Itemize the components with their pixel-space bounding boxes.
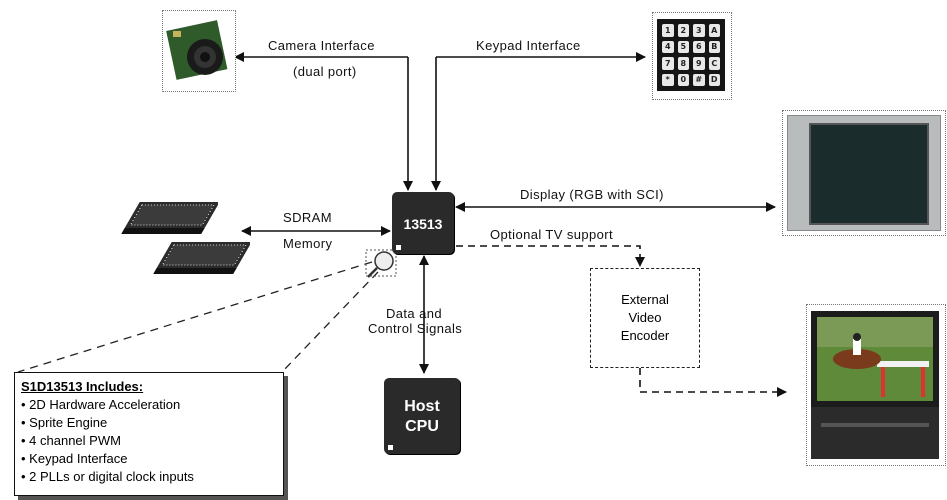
includes-item: 2D Hardware Acceleration <box>21 396 283 414</box>
keypad-key: 2 <box>677 24 689 37</box>
chip-label: 13513 <box>403 216 443 232</box>
keypad-key: 6 <box>693 40 705 53</box>
keypad-key: A <box>708 24 720 37</box>
callout-line-right <box>281 271 379 373</box>
encoder-out-line <box>639 368 787 397</box>
includes-list: 2D Hardware Acceleration Sprite Engine 4… <box>15 396 283 486</box>
keypad-key: D <box>708 73 720 86</box>
magnifier-icon <box>374 251 394 271</box>
includes-item: Sprite Engine <box>21 414 283 432</box>
callout-line-left <box>17 261 373 373</box>
data-and-label: Data and <box>386 306 442 321</box>
host-cpu-chip: Host CPU <box>384 378 460 454</box>
keypad-key: B <box>708 40 720 53</box>
camera-image <box>162 10 236 92</box>
memory-label: Memory <box>283 236 333 251</box>
keypad-key: 0 <box>677 73 689 86</box>
control-signals-label: Control Signals <box>368 321 463 336</box>
keypad-key: 7 <box>662 57 674 70</box>
encoder-line1: External <box>621 292 669 307</box>
sdram-chip-image-2 <box>153 242 250 274</box>
camera-interface-label: Camera Interface <box>268 38 375 53</box>
includes-box: S1D13513 Includes: 2D Hardware Accelerat… <box>14 372 284 496</box>
chip-pin1-marker <box>396 245 401 250</box>
keypad-key: 9 <box>693 57 705 70</box>
lcd-display-image <box>782 110 946 236</box>
keypad-key: 8 <box>677 57 689 70</box>
tv-line <box>456 245 645 267</box>
keypad-key: 1 <box>662 24 674 37</box>
sdram-chip-image <box>121 202 218 234</box>
includes-item: Keypad Interface <box>21 450 283 468</box>
display-label: Display (RGB with SCI) <box>520 187 664 202</box>
keypad-key: 4 <box>662 40 674 53</box>
s1d13513-chip: 13513 <box>392 192 454 254</box>
encoder-line3: Encoder <box>620 328 670 343</box>
keypad-key: 5 <box>677 40 689 53</box>
sdram-label: SDRAM <box>283 210 332 225</box>
encoder-line2: Video <box>628 310 662 325</box>
includes-title: S1D13513 Includes: <box>21 379 144 394</box>
keypad-key: 3 <box>693 24 705 37</box>
host-label-line2: CPU <box>405 418 439 435</box>
optional-tv-label: Optional TV support <box>490 227 613 242</box>
tv-image <box>806 304 946 466</box>
keypad-key: C <box>708 57 720 70</box>
keypad-interface-label: Keypad Interface <box>476 38 581 53</box>
keypad-key: # <box>693 73 705 86</box>
includes-item: 2 PLLs or digital clock inputs <box>21 468 283 486</box>
camera-dual-port-label: (dual port) <box>293 64 357 79</box>
external-video-encoder: External Video Encoder <box>590 268 700 368</box>
includes-item: 4 channel PWM <box>21 432 283 450</box>
keypad-key: * <box>662 73 674 86</box>
host-pin1-marker <box>388 445 393 450</box>
host-label-line1: Host <box>404 398 440 415</box>
